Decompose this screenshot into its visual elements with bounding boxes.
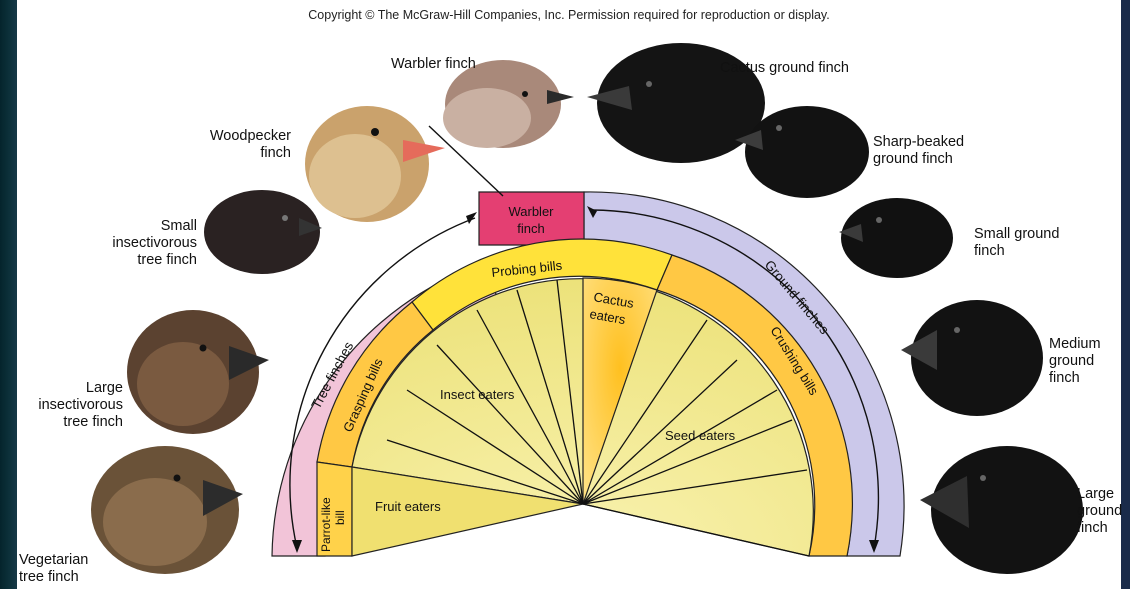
large-insectivorous-tree-finch-head xyxy=(127,310,269,434)
parrot-bill-line1: Parrot-like xyxy=(319,497,333,552)
vegetarian-tree-finch-head xyxy=(91,446,243,574)
label-warbler-finch: Warbler finch xyxy=(391,56,476,73)
arrowhead-top-left xyxy=(466,212,477,224)
label-vegetarian-tree-finch: Vegetarian tree finch xyxy=(19,552,88,586)
large-ground-finch-head xyxy=(920,446,1083,574)
warbler-box-line2: finch xyxy=(517,221,544,236)
woodpecker-finch-head xyxy=(305,106,445,222)
medium-ground-finch-head xyxy=(901,300,1043,416)
figure-panel: Copyright © The McGraw-Hill Companies, I… xyxy=(17,0,1121,589)
label-small-insectivorous-tree-finch: Small insectivorous tree finch xyxy=(87,218,197,269)
label-large-ground-finch: Large ground finch xyxy=(1077,486,1122,537)
small-ground-finch-head xyxy=(839,198,953,278)
label-woodpecker-finch: Woodpecker finch xyxy=(187,128,291,162)
label-large-insectivorous-tree-finch: Large insectivorous tree finch xyxy=(17,380,123,431)
label-sharp-beaked-ground-finch: Sharp-beaked ground finch xyxy=(873,134,964,168)
small-insectivorous-tree-finch-head xyxy=(204,190,322,274)
insect-eaters-label: Insect eaters xyxy=(440,387,515,402)
label-cactus-ground-finch: Cactus ground finch xyxy=(720,60,849,77)
parrot-bill-line2: bill xyxy=(333,510,347,525)
label-small-ground-finch: Small ground finch xyxy=(974,226,1059,260)
seed-eaters-label: Seed eaters xyxy=(665,428,736,443)
fruit-eaters-label: Fruit eaters xyxy=(375,499,441,514)
warbler-box-line1: Warbler xyxy=(508,204,554,219)
finch-diagram: Tree finches Ground finches Warbler finc… xyxy=(17,0,1121,589)
label-medium-ground-finch: Medium ground finch xyxy=(1049,336,1101,387)
warbler-finch-head xyxy=(443,60,574,148)
